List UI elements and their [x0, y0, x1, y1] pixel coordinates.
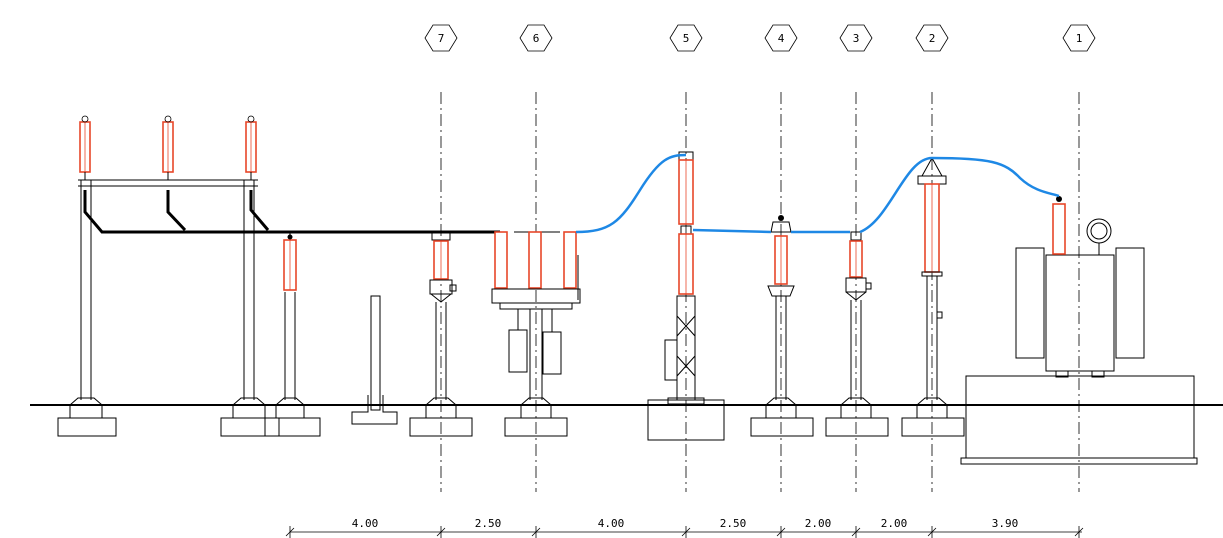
centerlines — [440, 92, 1080, 492]
dimension-label-2: 2.50 — [475, 517, 502, 530]
position-tag-2: 2 — [915, 24, 949, 52]
position-tag-1: 1 — [1062, 24, 1096, 52]
dimension-label-7: 3.90 — [992, 517, 1019, 530]
svg-text:5: 5 — [683, 32, 690, 45]
gantry-insulator-1 — [79, 115, 91, 180]
equipment-4 — [750, 215, 814, 437]
equipment-6 — [491, 231, 581, 437]
equipment-5 — [647, 151, 725, 441]
power-transformer — [960, 196, 1198, 465]
dimension-label-4: 2.50 — [720, 517, 747, 530]
equipment-3 — [825, 231, 889, 437]
equipment-7 — [409, 231, 473, 437]
svg-text:2: 2 — [929, 32, 936, 45]
busbar-conductors — [83, 190, 500, 234]
position-tag-6: 6 — [519, 24, 553, 52]
position-tag-4: 4 — [764, 24, 798, 52]
dimension-label-5: 2.00 — [805, 517, 832, 530]
position-tag-7: 7 — [424, 24, 458, 52]
position-tag-3: 3 — [839, 24, 873, 52]
svg-text:4: 4 — [778, 32, 785, 45]
svg-text:1: 1 — [1076, 32, 1083, 45]
svg-text:3: 3 — [853, 32, 860, 45]
gantry-insulator-2 — [162, 115, 174, 180]
connection-cables — [575, 153, 1060, 234]
surge-arrester — [264, 232, 321, 437]
svg-text:6: 6 — [533, 32, 540, 45]
gantry-structure — [57, 179, 280, 437]
dimension-label-3: 4.00 — [598, 517, 625, 530]
dimension-chain — [285, 526, 1084, 538]
equipment-2 — [901, 156, 965, 437]
control-cabinet-pedestal — [351, 295, 398, 425]
dimension-label-1: 4.00 — [352, 517, 379, 530]
svg-text:7: 7 — [438, 32, 445, 45]
gantry-insulator-3 — [245, 115, 257, 180]
dimension-label-6: 2.00 — [881, 517, 908, 530]
position-tag-5: 5 — [669, 24, 703, 52]
